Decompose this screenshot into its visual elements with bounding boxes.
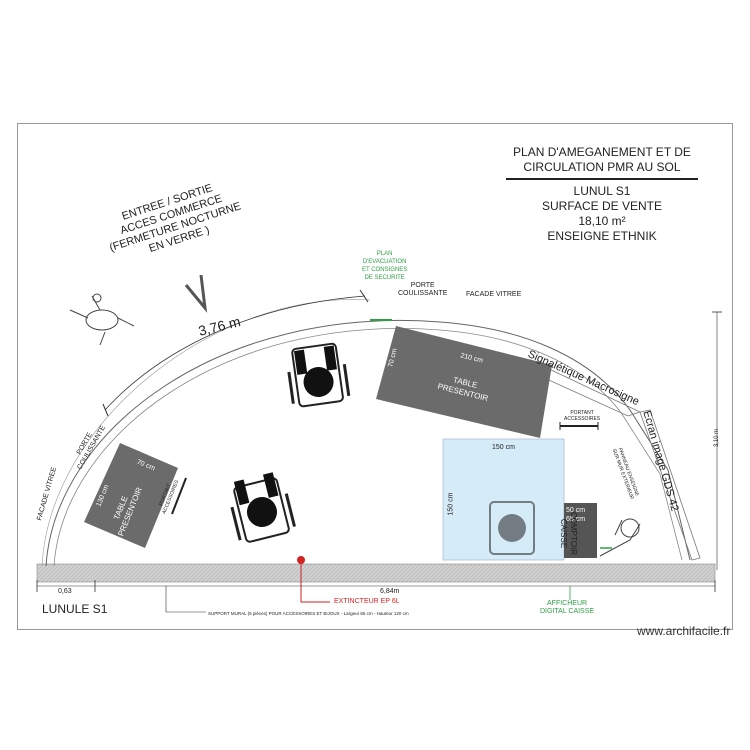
wheelchair-icon xyxy=(287,342,351,408)
wall-support-label: SUPPORT MURAL (5 pièces) POUR ACCESSOIRE… xyxy=(208,611,409,616)
table-2 xyxy=(84,443,178,548)
zone-height: 150 cm xyxy=(447,492,455,516)
surface-label: SURFACE DE VENTE xyxy=(541,199,663,213)
extinguisher-icon xyxy=(297,556,305,564)
turning-zone xyxy=(442,438,565,561)
portant-1-label: PORTANT ACCESSOIRES xyxy=(564,410,601,422)
zone-width: 150 cm xyxy=(492,444,515,451)
counter xyxy=(564,503,597,558)
glass-facade-arc xyxy=(45,320,691,567)
bottom-dimension: 6,84m xyxy=(380,588,400,595)
height-dimension: 3,10 m xyxy=(714,428,721,448)
surface-value: 18,10 m² xyxy=(578,214,626,228)
display-label: AFFICHEUR DIGITAL CAISSE xyxy=(540,600,595,615)
title-line-2: CIRCULATION PMR AU SOL xyxy=(523,160,681,174)
person-icon xyxy=(69,293,135,346)
brand-name: ENSEIGNE ETHNIK xyxy=(547,229,657,243)
counter-name: COMPTOIR CAISSE xyxy=(559,512,578,555)
lunule-label: LUNULE S1 xyxy=(42,602,108,616)
table-1 xyxy=(376,326,552,438)
bottom-wall xyxy=(36,563,716,583)
title-block: PLAN D'AMEGANEMENT ET DE CIRCULATION PMR… xyxy=(506,145,698,244)
entry-arrow xyxy=(184,274,208,313)
drawing-frame xyxy=(17,123,733,630)
glass-facade-label-top: FACADE VITREE xyxy=(466,291,522,298)
evacuation-plan-label: PLAN D'EVACUATION ET CONSIGNES DE SECURI… xyxy=(362,251,408,281)
plan-name: LUNUL S1 xyxy=(573,184,631,198)
sliding-door-label-top: PORTE COULISSANTE xyxy=(398,282,448,297)
person-icon xyxy=(599,518,641,557)
wheelchair-icon xyxy=(489,501,535,555)
dimension-arc xyxy=(104,295,366,411)
title-line-1: PLAN D'AMEGANEMENT ET DE xyxy=(513,145,691,159)
watermark: www.archifacile.fr xyxy=(637,624,731,638)
counter-label: 50 cm 65 cm xyxy=(566,507,586,523)
left-dimension: 0,63 xyxy=(58,588,72,595)
extinguisher-label: EXTINCTEUR EP 6L xyxy=(334,598,400,605)
wheelchair-icon xyxy=(230,472,296,543)
